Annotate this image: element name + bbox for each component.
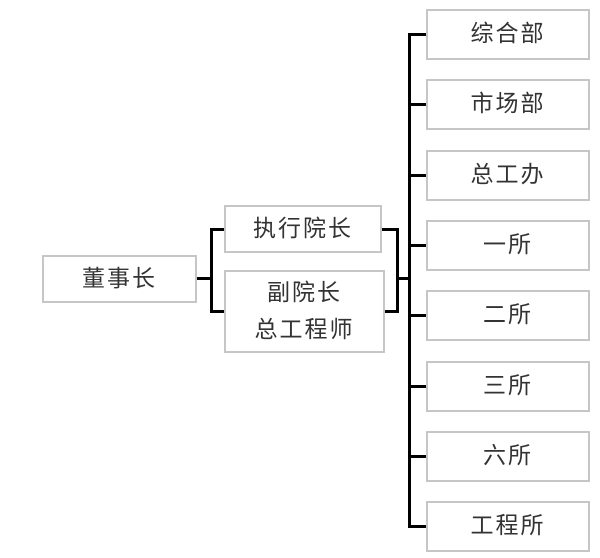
connector-line <box>396 228 399 313</box>
dept-node-general: 综合部 <box>426 9 590 60</box>
dept-label: 综合部 <box>470 21 546 48</box>
connector-line <box>408 174 426 177</box>
node-chief-engineer-label: 总工程师 <box>254 316 355 343</box>
connector-line <box>210 228 224 231</box>
connector-line <box>408 455 426 458</box>
connector-line <box>396 277 411 280</box>
connector-line <box>385 310 398 313</box>
connector-line <box>408 314 426 317</box>
node-chairman-label: 董事长 <box>82 265 157 292</box>
node-executive-dean: 执行院长 <box>224 205 382 253</box>
dept-label: 工程所 <box>470 513 546 540</box>
dept-label: 三所 <box>483 373 533 400</box>
node-executive-dean-label: 执行院长 <box>253 215 353 242</box>
dept-node-engineering: 工程所 <box>426 501 590 552</box>
node-vice-dean-label: 副院长 <box>267 279 342 306</box>
dept-node-marketing: 市场部 <box>426 79 590 130</box>
dept-node-institute-1: 一所 <box>426 220 590 271</box>
dept-node-institute-6: 六所 <box>426 431 590 482</box>
dept-label: 六所 <box>483 443 533 470</box>
connector-line <box>408 525 426 528</box>
connector-line <box>408 103 426 106</box>
node-chairman: 董事长 <box>42 255 197 303</box>
connector-line <box>210 310 224 313</box>
dept-label: 总工办 <box>470 162 546 189</box>
connector-line <box>408 244 426 247</box>
node-vice-dean-chief-engineer: 副院长 总工程师 <box>224 270 385 353</box>
dept-label: 市场部 <box>470 91 546 118</box>
connector-line <box>197 277 212 280</box>
dept-label: 一所 <box>483 232 533 259</box>
connector-line <box>408 385 426 388</box>
dept-node-institute-3: 三所 <box>426 361 590 412</box>
connector-line <box>382 228 398 231</box>
connector-line <box>408 33 426 36</box>
connector-line <box>210 228 213 313</box>
dept-label: 二所 <box>483 302 533 329</box>
dept-node-chief-office: 总工办 <box>426 150 590 201</box>
dept-node-institute-2: 二所 <box>426 290 590 341</box>
connector-line <box>408 33 411 528</box>
